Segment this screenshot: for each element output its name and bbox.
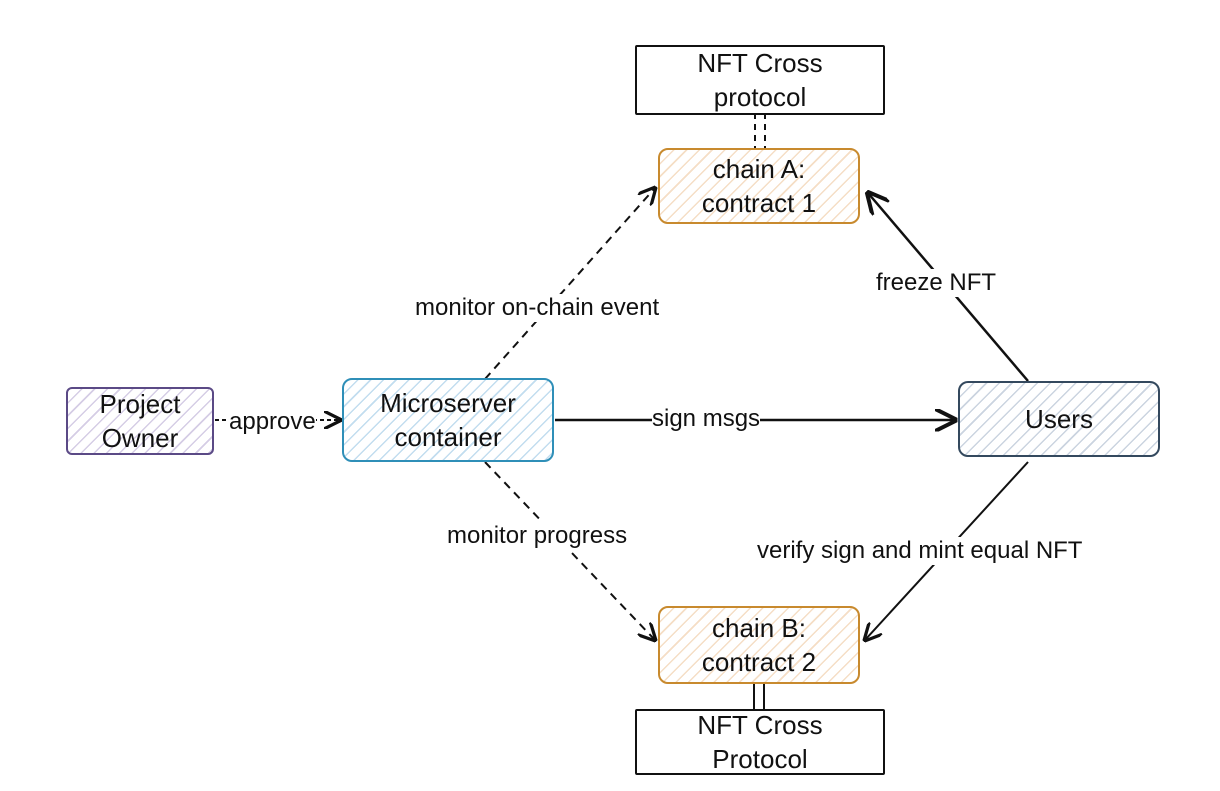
chain-b-contract-2: chain B: contract 2 — [658, 606, 860, 684]
edge-monitor-event — [484, 188, 655, 380]
chain-b-label: chain B: contract 2 — [701, 613, 817, 677]
edge-label-verify-mint: verify sign and mint equal NFT — [757, 537, 1083, 565]
edge-label-approve: approve — [229, 408, 316, 436]
microserver-label: Microserver container — [380, 388, 516, 452]
nft-cross-protocol-bottom-label: NFT Cross Protocol — [697, 710, 823, 774]
project-owner-label: Project Owner — [99, 389, 181, 453]
edge-label-monitor-progress: monitor progress — [447, 522, 628, 550]
edge-label-monitor-event: monitor on-chain event — [415, 294, 660, 322]
project-owner: Project Owner — [66, 387, 214, 455]
nft-cross-protocol-bottom: NFT Cross Protocol — [635, 709, 885, 775]
edge-label-freeze-nft: freeze NFT — [876, 269, 997, 297]
nft-cross-protocol-top: NFT Cross protocol — [635, 45, 885, 115]
chain-a-label: chain A: contract 1 — [701, 154, 817, 218]
edge-label-sign-msgs: sign msgs — [652, 405, 761, 433]
microserver-container: Microserver container — [342, 378, 554, 462]
users: Users — [958, 381, 1160, 457]
chain-a-contract-1: chain A: contract 1 — [658, 148, 860, 224]
edge-monitor-progress — [484, 461, 655, 640]
users-label: Users — [1025, 404, 1093, 434]
nft-cross-protocol-top-label: NFT Cross protocol — [697, 48, 823, 112]
